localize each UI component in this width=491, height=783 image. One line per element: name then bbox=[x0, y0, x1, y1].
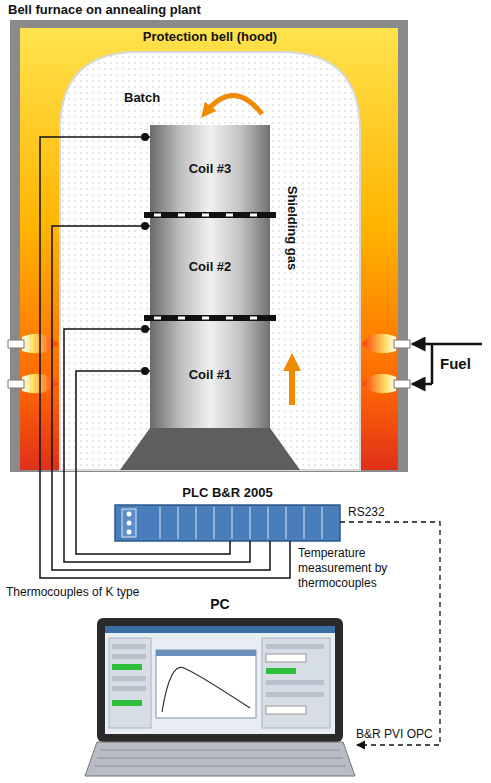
measurement-note: Temperature measurement by thermocouples bbox=[298, 546, 426, 591]
node-label: Coil #3 bbox=[189, 161, 232, 177]
plc-unit bbox=[115, 505, 340, 541]
batch-label: Batch bbox=[124, 90, 160, 106]
node-heading: Protection bell (hood) bbox=[40, 29, 380, 45]
thermocouple-tip bbox=[141, 133, 149, 141]
fuel-label: Fuel bbox=[440, 355, 471, 373]
thermocouple-tip bbox=[141, 367, 149, 375]
furnace bbox=[10, 20, 408, 472]
gas-flow-arrow bbox=[289, 362, 295, 405]
protocol-label: B&R PVI OPC bbox=[356, 727, 433, 742]
batch-arrow bbox=[206, 95, 262, 114]
thermocouple-note: Thermocouples of K type bbox=[6, 585, 139, 600]
node-label: Coil #2 bbox=[189, 259, 232, 275]
thermocouple-tip bbox=[141, 325, 149, 333]
plc-box: PLC B&R 2005 bbox=[115, 505, 340, 541]
coil-spacers bbox=[144, 212, 276, 321]
pc-laptop: PC bbox=[85, 618, 355, 776]
edge-label: RS232 bbox=[348, 505, 385, 519]
coil: Coil #2 bbox=[150, 218, 270, 315]
fuel-arrows bbox=[412, 344, 482, 384]
gas-label: Shielding gas bbox=[284, 168, 300, 288]
thermocouple-tip bbox=[141, 222, 149, 230]
laptop bbox=[85, 618, 355, 776]
diagram-title: Bell furnace on annealing plant bbox=[8, 3, 201, 17]
coil: Coil #3 bbox=[150, 125, 270, 212]
node-heading: PLC B&R 2005 bbox=[95, 485, 360, 501]
coil: Coil #1 bbox=[150, 321, 270, 428]
protection-bell: Protection bell (hood)Coil #3Coil #2Coil… bbox=[60, 52, 360, 470]
node-label: Coil #1 bbox=[189, 367, 232, 383]
